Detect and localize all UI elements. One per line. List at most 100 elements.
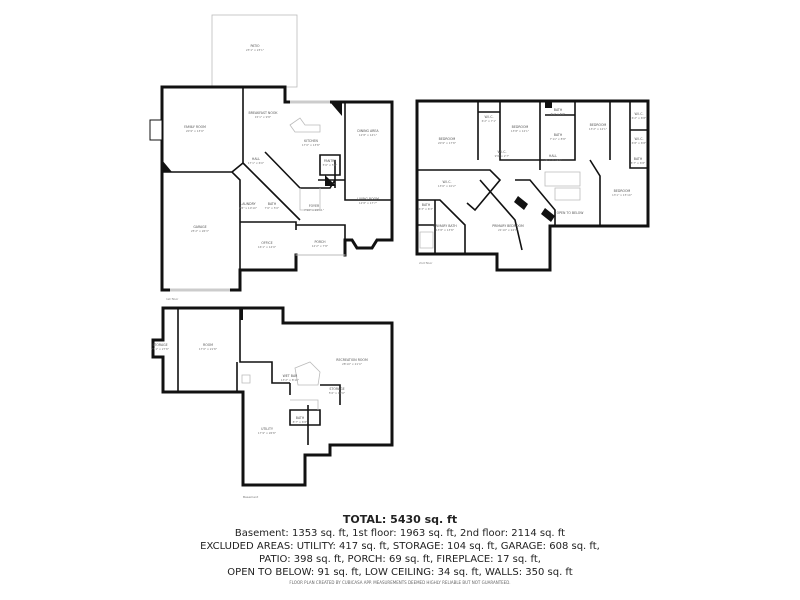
total-area: TOTAL: 5430 sq. ft	[342, 513, 458, 526]
room-label: PORCH	[314, 240, 326, 244]
excluded-areas-1: EXCLUDED AREAS: UTILITY: 417 sq. ft, STO…	[200, 541, 600, 552]
room-label: PATIO	[250, 44, 260, 48]
room-dimensions: 6'2" x 7'1"	[482, 119, 497, 123]
room-dimensions: 13'8" x 12'1"	[511, 129, 530, 133]
basement-exterior-walls	[151, 306, 394, 487]
room-label: STORAGE	[329, 387, 344, 391]
room-dimensions: 7'6" x 5'0"	[265, 206, 280, 210]
room-label: OFFICE	[261, 241, 272, 245]
room-dimensions: 8'7" x 6'8"	[293, 420, 308, 424]
room-label: BATH	[554, 133, 563, 137]
room-label: FAMILY ROOM	[184, 125, 206, 129]
room-dimensions: 6'3" x 6'3"	[419, 207, 434, 211]
second-floor-interior-walls	[417, 101, 648, 254]
room-dimensions: 8'7" x 6'8"	[631, 161, 646, 165]
room-label: PRIMARY BEDROOM	[492, 224, 524, 228]
room-label: WET BAR	[283, 374, 298, 378]
room-label: HALL	[549, 154, 557, 158]
first-floor-interior-walls	[162, 87, 392, 270]
room-label: BATH	[296, 416, 305, 420]
room-dimensions: 25'2" x 26'3"	[191, 229, 210, 233]
room-label: KITCHEN	[304, 139, 318, 143]
room-label: LIVING ROOM	[357, 197, 379, 201]
room-label: STORAGE	[152, 343, 167, 347]
room-dimensions: 24'2" x 14'6"	[544, 158, 563, 162]
floor-label-first: 1st floor	[166, 297, 179, 301]
room-dimensions: 9'8" x 2'7"	[495, 154, 510, 158]
room-dimensions: 5'6" x 10'0"	[329, 391, 346, 395]
room-label: BEDROOM	[590, 123, 607, 127]
fireplace	[149, 119, 163, 141]
room-label: LAUNDRY	[240, 202, 255, 206]
room-dimensions: 23'1" x 23'1"	[246, 48, 265, 52]
room-dimensions: 20'9" x 13'9"	[186, 129, 205, 133]
room-dimensions: 16'1" x 14'9"	[258, 245, 277, 249]
wet-bar-and-fixtures	[241, 361, 321, 410]
room-label: GARAGE	[193, 225, 206, 229]
room-label: BEDROOM	[439, 137, 456, 141]
kitchen-island-and-stairs	[289, 117, 321, 211]
room-label: W.I.C.	[635, 137, 644, 141]
room-dimensions: 7'11" x 27'8"	[151, 347, 170, 351]
room-label: BATH	[422, 203, 431, 207]
room-dimensions: 20'9" x 17'8"	[438, 141, 457, 145]
room-dimensions: 17'1" x 6'0"	[248, 161, 265, 165]
room-label: W.I.C.	[443, 180, 452, 184]
room-dimensions: 21'10" x 24'7"	[498, 228, 519, 232]
room-dimensions: 17'9" x 26'8"	[258, 431, 277, 435]
room-dimensions: 13'2" x 12'1"	[589, 127, 608, 131]
excluded-areas-3: OPEN TO BELOW: 91 sq. ft, LOW CEILING: 3…	[227, 567, 573, 578]
room-label: OPEN TO BELOW	[557, 211, 585, 215]
room-label: BEDROOM	[512, 125, 529, 129]
room-label: PANTRY	[324, 159, 336, 163]
room-dimensions: 13'1" x 15'10"	[612, 193, 633, 197]
floor-areas: Basement: 1353 sq. ft, 1st floor: 1963 s…	[234, 528, 566, 539]
room-dimensions: 13'6" x 10'2"	[438, 184, 457, 188]
room-label: PRIMARY BATH	[433, 224, 457, 228]
room-dimensions: 12'8" x 14'1"	[359, 133, 378, 137]
room-label: W.I.C.	[485, 115, 494, 119]
room-label: RECREATION ROOM	[336, 358, 368, 362]
room-label: ROOM	[203, 343, 213, 347]
room-dimensions: 6'1" x 5'8"	[551, 112, 566, 116]
excluded-areas-2: PATIO: 398 sq. ft, PORCH: 69 sq. ft, FIR…	[259, 554, 541, 565]
room-label: DINING AREA	[357, 129, 379, 133]
disclaimer: FLOOR PLAN CREATED BY CUBICASA APP. MEAS…	[289, 580, 511, 585]
floor-label-basement: Basement	[243, 495, 259, 499]
room-label: BATH	[268, 202, 277, 206]
room-dimensions: 7'11" x 8'8"	[550, 137, 567, 141]
room-label: HALL	[252, 157, 260, 161]
room-dimensions: 28'10" x 21'4"	[342, 362, 363, 366]
room-dimensions: 6'8" x 6'8"	[632, 141, 647, 145]
room-label: W.I.C.	[498, 150, 507, 154]
stairs-and-fixtures	[419, 171, 581, 249]
room-label: FOYER	[309, 204, 320, 208]
room-label: BATH	[554, 108, 563, 112]
room-dimensions: 13'8" x 13'8"	[436, 228, 455, 232]
room-label: BATH	[634, 157, 643, 161]
room-label: BEDROOM	[614, 189, 631, 193]
room-dimensions: 17'0" x 21'8"	[199, 347, 218, 351]
room-dimensions: 12'2" x 7'8"	[312, 244, 329, 248]
room-dimensions: 7'10" x 20'11"	[304, 208, 325, 212]
room-dimensions: 6'2" x 6'8"	[632, 116, 647, 120]
room-label: W.I.C.	[635, 112, 644, 116]
room-dimensions: 13'2" x 8'10"	[281, 378, 300, 382]
room-dimensions: 15'1" x 9'8"	[255, 115, 272, 119]
first-floor-exterior-walls	[160, 85, 394, 292]
floor-label-second: 2nd floor	[419, 261, 433, 265]
room-dimensions: 17'0" x 13'8"	[302, 143, 321, 147]
room-dimensions: 12'8" x 17'7"	[359, 201, 378, 205]
basement-interior-walls	[177, 308, 341, 445]
room-label: BREAKFAST NOOK	[249, 111, 279, 115]
second-floor-exterior-walls	[415, 99, 650, 272]
room-dimensions: 5'6" x 5'0"	[323, 163, 338, 167]
room-label: UTILITY	[261, 427, 273, 431]
